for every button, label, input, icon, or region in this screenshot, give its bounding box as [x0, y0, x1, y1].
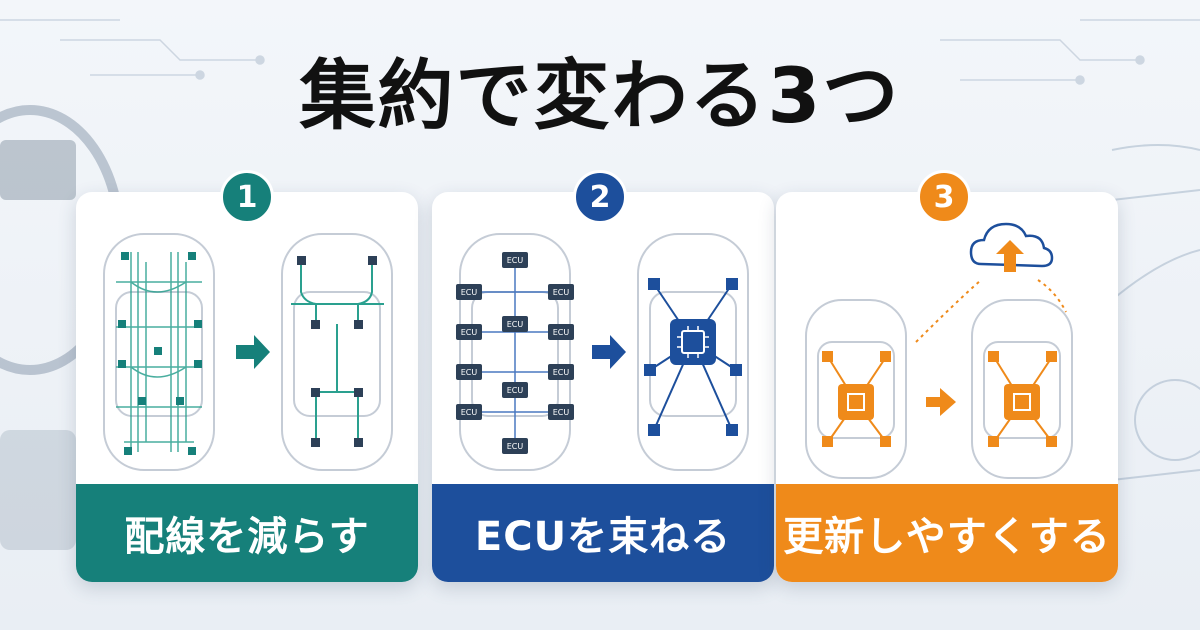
svg-text:ECU: ECU	[461, 328, 478, 337]
step-number-3: 3	[917, 170, 971, 224]
card-ota-update: 更新しやすくする	[776, 192, 1118, 582]
svg-text:ECU: ECU	[507, 320, 524, 329]
card-label-ecu: ECUを束ねる	[432, 484, 774, 582]
page-title: 集約で変わる3つ	[299, 51, 901, 140]
svg-text:ECU: ECU	[461, 408, 478, 417]
svg-text:ECU: ECU	[553, 328, 570, 337]
card-label-wiring: 配線を減らす	[76, 484, 418, 582]
step-number-2: 2	[573, 170, 627, 224]
svg-text:ECU: ECU	[461, 368, 478, 377]
ecu-boxes	[456, 252, 574, 454]
card-wiring-reduction: 配線を減らす	[76, 192, 418, 582]
svg-text:ECU: ECU	[461, 288, 478, 297]
svg-text:ECU: ECU	[553, 408, 570, 417]
svg-text:ECU: ECU	[507, 386, 524, 395]
wiring-reduction-diagram-icon	[103, 233, 393, 471]
card-label-update: 更新しやすくする	[776, 484, 1118, 582]
svg-text:ECU: ECU	[507, 256, 524, 265]
ota-update-diagram-icon	[805, 222, 1073, 479]
svg-text:ECU: ECU	[553, 288, 570, 297]
step-number-1: 1	[220, 170, 274, 224]
svg-text:ECU: ECU	[507, 442, 524, 451]
svg-text:ECU: ECU	[553, 368, 570, 377]
